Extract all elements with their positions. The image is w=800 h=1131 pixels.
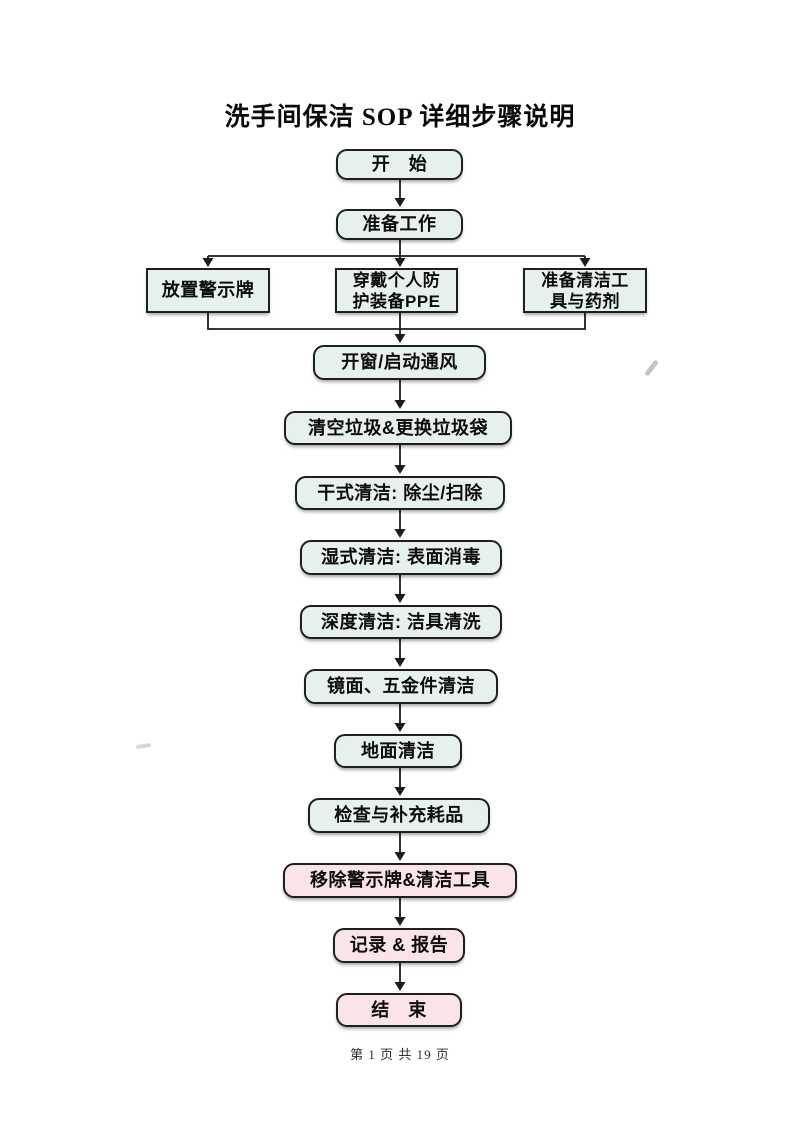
flow-node-tools: 准备清洁工 具与药剂 (523, 268, 647, 313)
flow-node-restock: 检查与补充耗品 (308, 798, 490, 833)
scan-artifact-dash (135, 742, 152, 750)
scan-artifact-slash (643, 359, 660, 377)
page-number: 第 1 页 共 19 页 (350, 1047, 450, 1062)
flow-node-floor-clean: 地面清洁 (334, 734, 462, 768)
flow-node-start: 开 始 (336, 149, 463, 180)
flow-node-ventilation: 开窗/启动通风 (313, 345, 486, 380)
flow-node-warning-sign: 放置警示牌 (146, 268, 270, 313)
flow-node-dry-clean: 干式清洁: 除尘/扫除 (295, 476, 505, 510)
flow-node-record-report: 记录 & 报告 (333, 928, 465, 963)
flow-node-prepare: 准备工作 (336, 209, 463, 240)
flow-node-ppe: 穿戴个人防 护装备PPE (335, 268, 458, 313)
flow-node-trash: 清空垃圾&更换垃圾袋 (284, 411, 512, 445)
flow-node-deep-clean: 深度清洁: 洁具清洗 (300, 605, 502, 639)
flow-node-remove-sign: 移除警示牌&清洁工具 (283, 863, 517, 898)
flow-node-wet-clean: 湿式清洁: 表面消毒 (300, 540, 502, 575)
flow-node-end: 结 束 (336, 993, 462, 1027)
page-title: 洗手间保洁 SOP 详细步骤说明 (224, 104, 576, 131)
flow-node-mirror-hardware: 镜面、五金件清洁 (304, 669, 498, 704)
